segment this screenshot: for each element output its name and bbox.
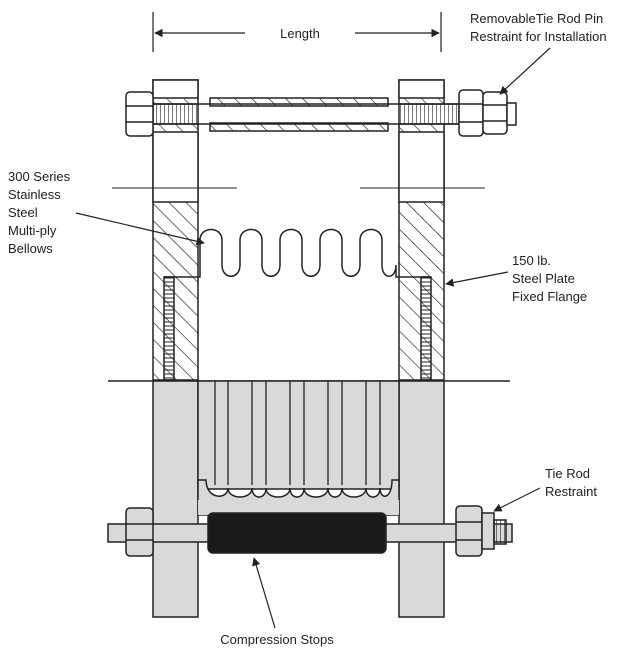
length-dimension xyxy=(152,12,442,52)
top-right-nuts xyxy=(458,89,517,137)
upper-cross-section xyxy=(112,79,517,381)
tie-rod-restraint-label-line2: Restraint xyxy=(545,484,597,499)
compression-stops-leader xyxy=(252,557,276,629)
tie-rod-restraint-label-line1: Tie Rod xyxy=(545,466,590,481)
compression-stops-label: Compression Stops xyxy=(220,632,334,647)
right-weld-strip xyxy=(420,276,432,381)
bellows-section xyxy=(164,228,431,278)
tie-rod-pin-label-line1: RemovableTie Rod Pin xyxy=(470,11,603,26)
tie-rod-pin-label-line2: Restraint for Installation xyxy=(470,29,607,44)
bellows-leader xyxy=(75,212,205,246)
compression-stop-sleeve xyxy=(207,512,387,554)
flange-leader xyxy=(445,271,509,287)
left-flange-exterior xyxy=(152,380,199,618)
left-weld-strip xyxy=(163,276,175,381)
right-flange-exterior xyxy=(398,380,445,618)
bellows-label-line3: Steel xyxy=(8,205,38,220)
bellows-label-line2: Stainless xyxy=(8,187,61,202)
length-label: Length xyxy=(280,26,320,41)
bottom-right-nuts xyxy=(455,505,507,557)
tie-rod-restraint-leader xyxy=(493,487,541,512)
flange-label-line2: Steel Plate xyxy=(512,271,575,286)
top-left-nut xyxy=(125,91,154,137)
flange-label-line3: Fixed Flange xyxy=(512,289,587,304)
tie-rod-sleeve xyxy=(209,97,389,107)
bellows-label-line1: 300 Series xyxy=(8,169,71,184)
tie-rod-pin-leader xyxy=(499,47,551,95)
left-flange-section xyxy=(152,79,199,381)
bellows-label-line5: Bellows xyxy=(8,241,53,256)
bellows-label-line4: Multi-ply xyxy=(8,223,57,238)
flange-label-line1: 150 lb. xyxy=(512,253,551,268)
bottom-left-nut xyxy=(125,507,154,557)
lower-exterior-view xyxy=(107,380,513,618)
